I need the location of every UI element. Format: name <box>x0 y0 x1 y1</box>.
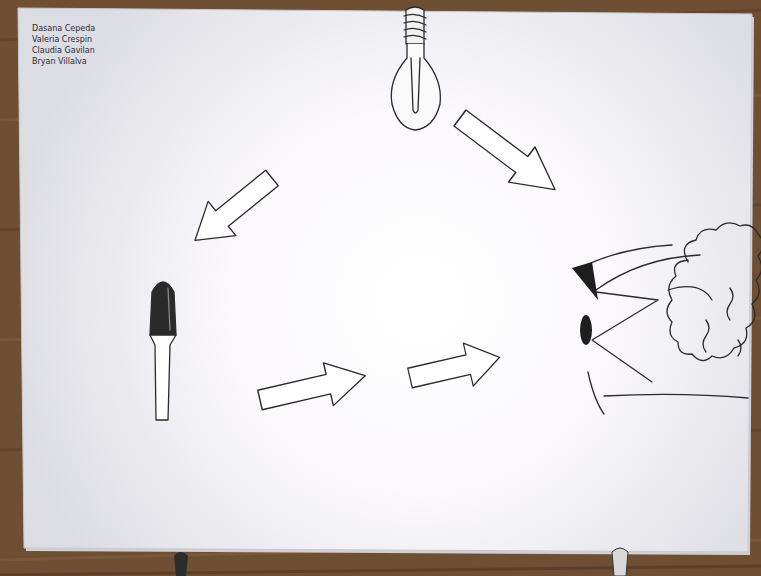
pen-tip <box>612 548 628 576</box>
block-arrow <box>181 100 568 421</box>
paper-sheet <box>18 8 752 552</box>
hair-curl <box>703 288 741 356</box>
light-bulb <box>391 7 440 130</box>
author-name: Bryan Villalva <box>32 57 87 67</box>
author-name: Claudia Gavilan <box>32 46 95 56</box>
author-name: Valeria Crespin <box>32 35 92 45</box>
pen-tip <box>174 552 188 576</box>
eye-face <box>572 245 748 414</box>
marker-pen <box>150 282 176 420</box>
author-name: Dasana Cepeda <box>32 24 95 34</box>
curly-hair <box>667 223 761 361</box>
